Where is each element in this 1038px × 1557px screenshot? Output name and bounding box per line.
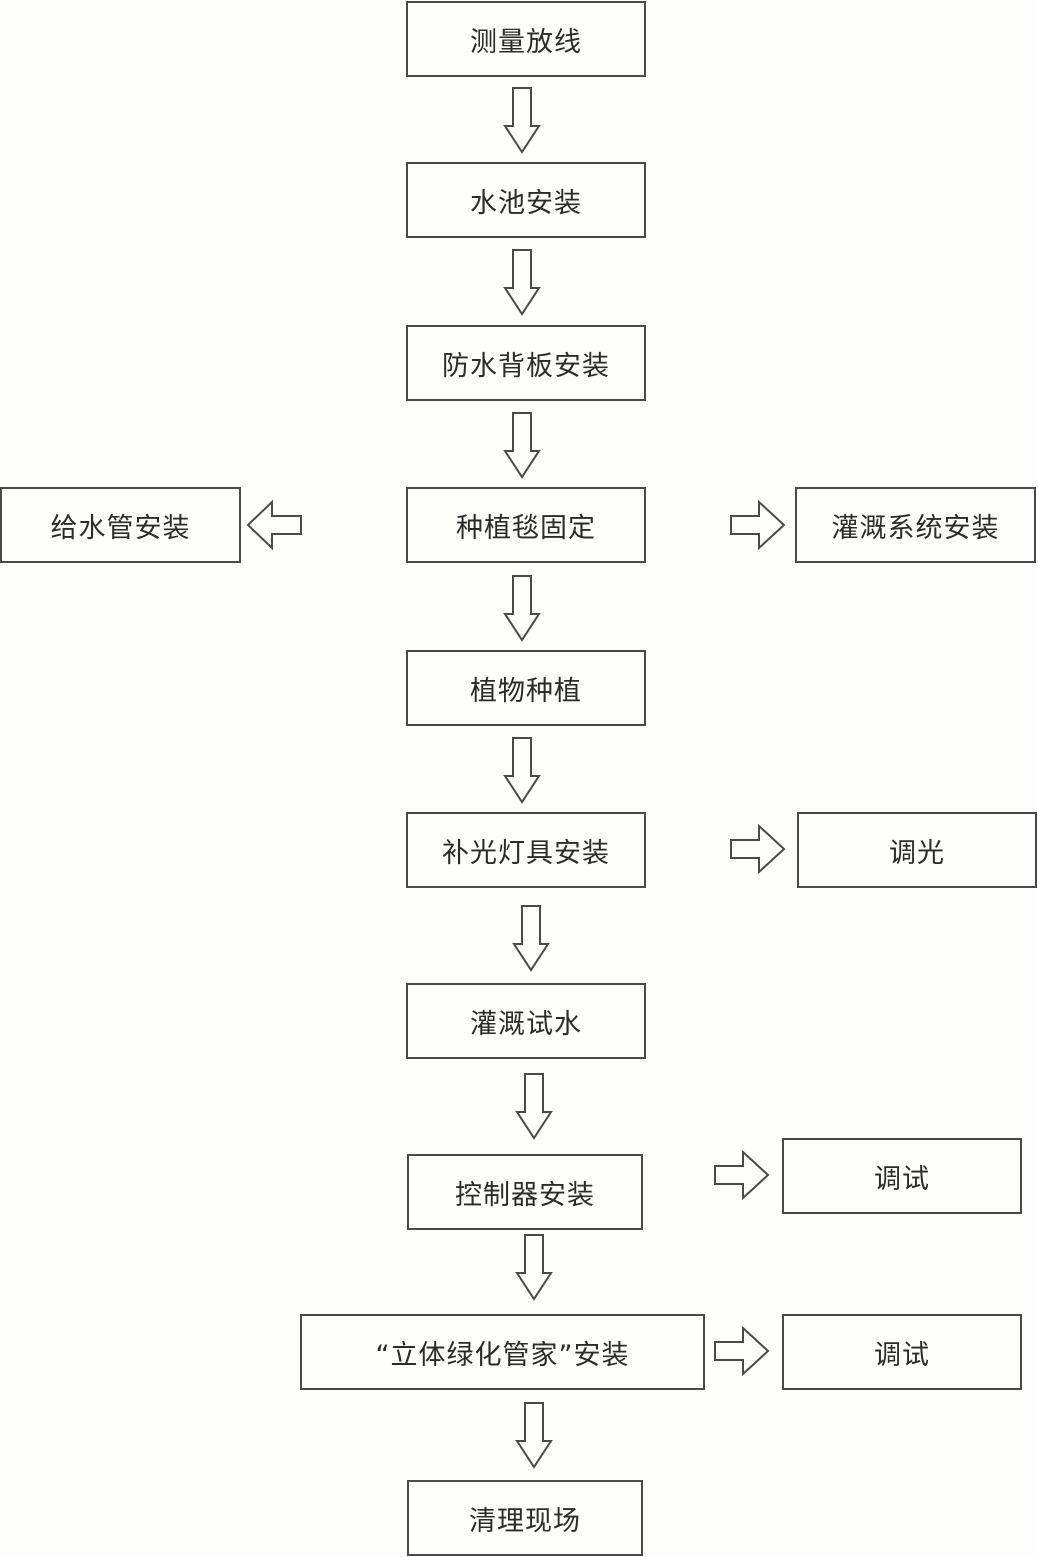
step-label: 种植毯固定 xyxy=(456,512,596,544)
side-step-label: 灌溉系统安装 xyxy=(831,512,1000,544)
side-step-label: 调光 xyxy=(889,837,945,869)
side-dimming-box: 调光 xyxy=(797,812,1037,888)
arrow-down-icon xyxy=(512,905,550,972)
side-step-label: 调试 xyxy=(874,1163,930,1195)
step-manager-box: “立体绿化管家”安装 xyxy=(300,1314,705,1390)
step-cleanup-box: 清理现场 xyxy=(407,1480,643,1556)
arrow-down-icon xyxy=(515,1402,553,1469)
arrow-down-icon xyxy=(503,87,541,154)
step-label: 测量放线 xyxy=(470,26,582,58)
arrow-down-icon xyxy=(503,249,541,316)
arrow-down-icon xyxy=(515,1234,553,1301)
step-lighting-box: 补光灯具安装 xyxy=(406,812,646,888)
step-blanket-box: 种植毯固定 xyxy=(406,487,646,563)
step-label: 植物种植 xyxy=(470,675,582,707)
arrow-right-icon xyxy=(714,1325,770,1377)
step-label: “立体绿化管家”安装 xyxy=(375,1339,630,1371)
side-irrigation-system-box: 灌溉系统安装 xyxy=(795,487,1036,563)
side-debug-controller-box: 调试 xyxy=(782,1138,1022,1214)
arrow-down-icon xyxy=(515,1073,553,1140)
step-planting-box: 植物种植 xyxy=(406,650,646,726)
arrow-right-icon xyxy=(730,499,786,551)
step-label: 清理现场 xyxy=(469,1505,581,1537)
side-debug-manager-box: 调试 xyxy=(782,1314,1022,1390)
side-step-label: 调试 xyxy=(874,1339,930,1371)
side-water-pipe-box: 给水管安装 xyxy=(0,487,241,563)
step-pool-box: 水池安装 xyxy=(406,162,646,238)
step-label: 水池安装 xyxy=(470,187,582,219)
arrow-right-icon xyxy=(730,823,786,875)
step-label: 防水背板安装 xyxy=(442,350,610,382)
step-label: 灌溉试水 xyxy=(470,1008,582,1040)
step-label: 控制器安装 xyxy=(455,1179,595,1211)
arrow-down-icon xyxy=(503,737,541,804)
arrow-down-icon xyxy=(503,412,541,479)
side-step-label: 给水管安装 xyxy=(50,512,191,544)
arrow-right-icon xyxy=(714,1149,770,1201)
step-label: 补光灯具安装 xyxy=(442,837,610,869)
arrow-left-icon xyxy=(246,499,302,551)
step-survey-box: 测量放线 xyxy=(406,1,646,77)
step-backboard-box: 防水背板安装 xyxy=(406,325,646,401)
step-controller-box: 控制器安装 xyxy=(407,1154,643,1230)
arrow-down-icon xyxy=(503,575,541,642)
step-irrigation-test-box: 灌溉试水 xyxy=(406,983,646,1059)
